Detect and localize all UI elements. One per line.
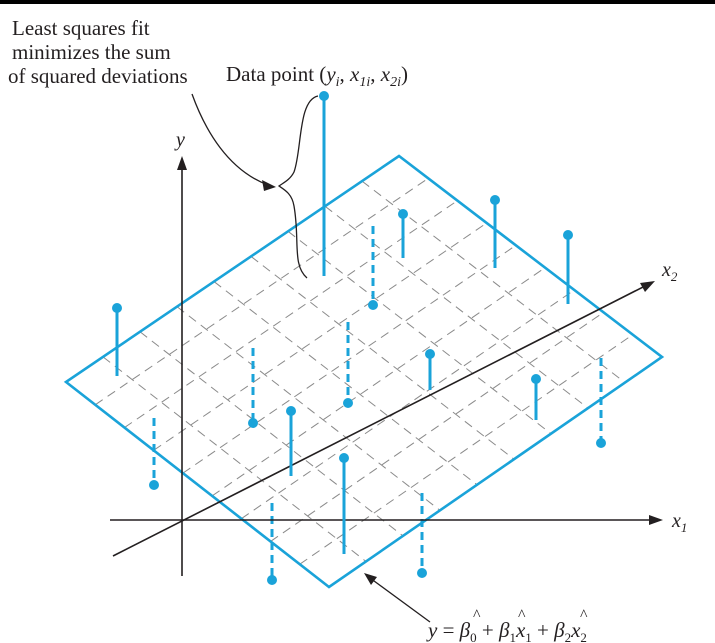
data-point-marker <box>267 575 277 585</box>
eq-x1-sub: 1 <box>525 630 532 643</box>
data-point-marker <box>339 453 349 463</box>
plane-grid-line <box>211 267 546 497</box>
y-axis-label: y <box>174 129 185 151</box>
plane-grid-line <box>153 222 487 451</box>
plane-grid-line <box>299 334 634 565</box>
data-point-marker <box>425 349 435 359</box>
residuals-above-plane <box>112 91 573 554</box>
eq-x2: x <box>570 618 581 642</box>
x1-axis-sub: 1 <box>681 520 688 535</box>
eq-beta0-sub: 0 <box>470 630 477 643</box>
plane-grid-line <box>139 331 404 537</box>
least-squares-pointer-arrowhead <box>262 180 276 191</box>
x1-axis-arrowhead <box>649 515 663 525</box>
eq-x2-sub: 2 <box>580 630 587 643</box>
y-axis-arrowhead <box>177 156 187 170</box>
plane-grid-line <box>324 205 589 409</box>
plane-grid-line <box>361 180 626 383</box>
eq-equals: = <box>437 618 459 642</box>
plane-grid-line <box>94 177 429 406</box>
eq-beta1: β <box>498 618 510 642</box>
x1-axis-label: x1 <box>671 510 687 535</box>
data-point-x2: x <box>380 62 391 86</box>
annotation-pointers <box>191 93 431 623</box>
plane-grid-line <box>270 311 604 542</box>
eq-beta2: β <box>553 618 565 642</box>
data-point-marker <box>368 300 378 310</box>
data-point-x1-sub: 1i <box>359 75 370 90</box>
top-rule <box>0 0 715 4</box>
least-squares-note-line1: Least squares fit <box>12 16 150 40</box>
eq-beta1-sub: 1 <box>509 630 516 643</box>
least-squares-note-line3: of squared deviations <box>8 64 188 88</box>
data-point-y-sub: i <box>336 75 340 90</box>
data-point-suffix: ) <box>401 62 408 86</box>
data-point-marker <box>398 209 408 219</box>
data-point-y: y <box>324 62 336 86</box>
data-point-comma2: , <box>370 62 381 86</box>
plane-grid <box>94 177 634 565</box>
regression-plane <box>63 154 665 589</box>
residual-brace <box>277 95 319 279</box>
hat-beta2: ^ <box>580 607 588 624</box>
x2-axis-arrowhead <box>640 281 655 292</box>
least-squares-pointer-curve <box>191 93 269 186</box>
hat-beta1: ^ <box>518 607 526 624</box>
plane-grid-line <box>250 256 515 460</box>
data-point-marker <box>563 230 573 240</box>
eq-x1: x <box>515 618 526 642</box>
plane-grid-line <box>182 244 517 474</box>
data-point-label: Data point (yi, x1i, x2i) <box>226 62 408 90</box>
eq-beta0: β <box>459 618 471 642</box>
plane-grid-line <box>287 230 552 435</box>
data-point-marker <box>319 91 329 101</box>
axes <box>110 156 663 576</box>
x1-axis-letter: x <box>671 510 681 532</box>
least-squares-note-line2: minimizes the sum <box>12 40 171 64</box>
x2-axis-sub: 2 <box>671 269 678 284</box>
plane-grid-line <box>241 289 575 520</box>
data-point-x1: x <box>349 62 360 86</box>
eq-plus2: + <box>532 618 554 642</box>
eq-plus1: + <box>477 618 499 642</box>
equation-pointer <box>369 577 431 623</box>
data-point-marker <box>490 195 500 205</box>
equation-pointer-arrowhead <box>364 573 377 585</box>
plane-grid-line <box>102 356 367 562</box>
hat-beta0: ^ <box>473 607 481 624</box>
data-point-marker <box>531 374 541 384</box>
eq-beta2-sub: 2 <box>565 630 572 643</box>
data-point-marker <box>112 303 122 313</box>
x2-axis-letter: x <box>661 259 671 281</box>
eq-y: y <box>426 618 438 642</box>
data-point-marker <box>248 418 258 428</box>
data-point-marker <box>286 406 296 416</box>
data-point-marker <box>417 568 427 578</box>
plane-grid-line <box>213 281 478 486</box>
regression-equation: y = β0 + β1x1 + β2x2 <box>426 618 587 643</box>
data-point-marker <box>149 480 159 490</box>
plane-grid-line <box>124 200 458 428</box>
data-point-comma1: , <box>340 62 351 86</box>
plane-grid-line <box>176 306 441 511</box>
data-point-marker <box>596 438 606 448</box>
data-point-x2-sub: 2i <box>390 75 401 90</box>
data-point-marker <box>343 398 353 408</box>
data-point-prefix: Data point ( <box>226 62 326 86</box>
x2-axis <box>112 284 648 557</box>
residuals-below-plane <box>149 226 606 585</box>
equation-hats: ^ ^ ^ <box>473 607 588 624</box>
x2-axis-label: x2 <box>661 259 678 284</box>
